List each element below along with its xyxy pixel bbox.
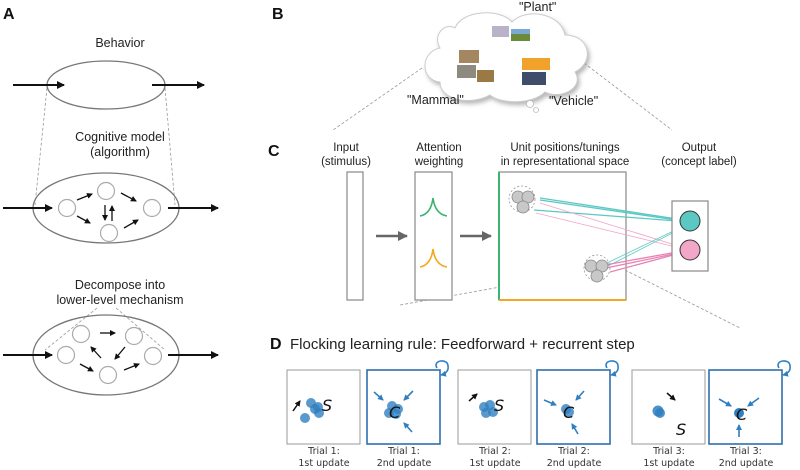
caption-step-6-line2: 2nd update (718, 458, 774, 469)
caption-step-5-line2: 1st update (643, 458, 695, 469)
connections-cluster1 (533, 197, 691, 251)
centroid-symbol-3: C (736, 405, 748, 424)
goats-photo (457, 65, 476, 78)
category-mammal: "Mammal" (407, 93, 464, 107)
cognitive-edges (76, 192, 139, 229)
caption-step-5: Trial 3: 1st update (624, 446, 714, 470)
panel-a-diagram (3, 60, 219, 396)
stage-representation-line2: in representational space (500, 156, 630, 168)
attention-curve-dim1 (419, 197, 448, 217)
unit-cluster-1 (508, 185, 536, 214)
stage-input-line1: Input (333, 142, 359, 154)
behavior-label: Behavior (95, 36, 145, 50)
caption-step-2-line2: 2nd update (376, 458, 432, 469)
panel-a-letter: A (3, 6, 15, 23)
step-trial2-recurrent (536, 360, 619, 445)
mechanism-nodes (56, 324, 163, 385)
stage-representation-line1: Unit positions/tunings (510, 142, 620, 154)
big-cat-photo (459, 50, 479, 63)
step-trial1-recurrent (366, 360, 449, 445)
decompose-label-line1: Decompose into (74, 278, 166, 292)
stage-input-label: Input (stimulus) (311, 141, 381, 169)
caption-step-2: Trial 1: 2nd update (359, 446, 449, 470)
cognitive-model-label: Cognitive model (algorithm) (40, 130, 200, 160)
cognitive-nodes (57, 181, 162, 243)
stage-representation-label: Unit positions/tunings in representation… (490, 141, 640, 169)
category-plant: "Plant" (519, 0, 557, 14)
output-unit-pink (679, 239, 701, 261)
caption-step-2-line1: Trial 1: (388, 446, 420, 457)
category-vehicle: "Vehicle" (549, 94, 599, 108)
stage-attention-label: Attention weighting (399, 141, 479, 169)
projection-lines-b (332, 59, 673, 131)
caption-step-3: Trial 2: 1st update (450, 446, 540, 470)
caption-step-4-line1: Trial 2: (558, 446, 590, 457)
centroid-symbol-1: C (389, 403, 401, 422)
stimulus-symbol-3: S (676, 420, 687, 439)
projection-lines-a (34, 87, 176, 351)
caption-step-6: Trial 3: 2nd update (701, 446, 791, 470)
input-box (346, 171, 364, 301)
panel-b-letter: B (272, 6, 284, 23)
blue-car-photo (522, 72, 546, 85)
stimulus-symbol-1: S (322, 396, 333, 415)
caption-step-4: Trial 2: 2nd update (529, 446, 619, 470)
caption-step-4-line2: 2nd update (546, 458, 602, 469)
stage-output-line2: (concept label) (661, 156, 737, 168)
yellow-bus-photo (522, 58, 550, 70)
attention-curve-dim2 (419, 248, 448, 268)
cognitive-model-label-line1: Cognitive model (75, 130, 165, 144)
step-trial1-feedforward (286, 369, 361, 445)
stage-output-label: Output (concept label) (649, 141, 749, 169)
thought-bubble-1 (526, 100, 534, 108)
centroid-symbol-2: C (563, 403, 575, 422)
unit-cluster-2 (583, 254, 611, 283)
caption-step-5-line1: Trial 3: (653, 446, 685, 457)
decompose-label-line2: lower-level mechanism (56, 293, 184, 307)
mammal-images (457, 50, 494, 82)
step-trial3-recurrent (708, 360, 791, 445)
panel-d-title: Flocking learning rule: Feedforward + re… (290, 336, 635, 353)
panel-c-letter: C (268, 143, 280, 160)
caption-step-1-line2: 1st update (298, 458, 350, 469)
caption-step-3-line2: 1st update (469, 458, 521, 469)
decompose-label: Decompose into lower-level mechanism (20, 278, 220, 308)
thought-bubble-2 (533, 107, 539, 113)
stage-input-line2: (stimulus) (321, 156, 371, 168)
stage-attention-line1: Attention (416, 142, 462, 154)
plant-images (492, 26, 530, 41)
thought-cloud (424, 12, 588, 103)
step-trial3-feedforward (631, 369, 706, 445)
stimulus-symbol-2: S (494, 396, 505, 415)
caption-step-6-line1: Trial 3: (730, 446, 762, 457)
caption-step-1-line1: Trial 1: (308, 446, 340, 457)
blossom-tree-photo (492, 26, 509, 37)
cognitive-model-label-line2: (algorithm) (90, 145, 150, 159)
panel-d-letter: D (270, 336, 282, 353)
caption-step-3-line1: Trial 2: (479, 446, 511, 457)
mechanism-edges (79, 330, 140, 372)
vehicle-images (522, 58, 550, 85)
stage-attention-line2: weighting (414, 156, 464, 168)
caption-step-1: Trial 1: 1st update (279, 446, 369, 470)
output-unit-teal (679, 210, 701, 232)
attention-box (414, 171, 453, 301)
lion-photo (477, 70, 494, 82)
step-trial2-feedforward (457, 369, 532, 445)
stage-output-line1: Output (681, 142, 717, 154)
